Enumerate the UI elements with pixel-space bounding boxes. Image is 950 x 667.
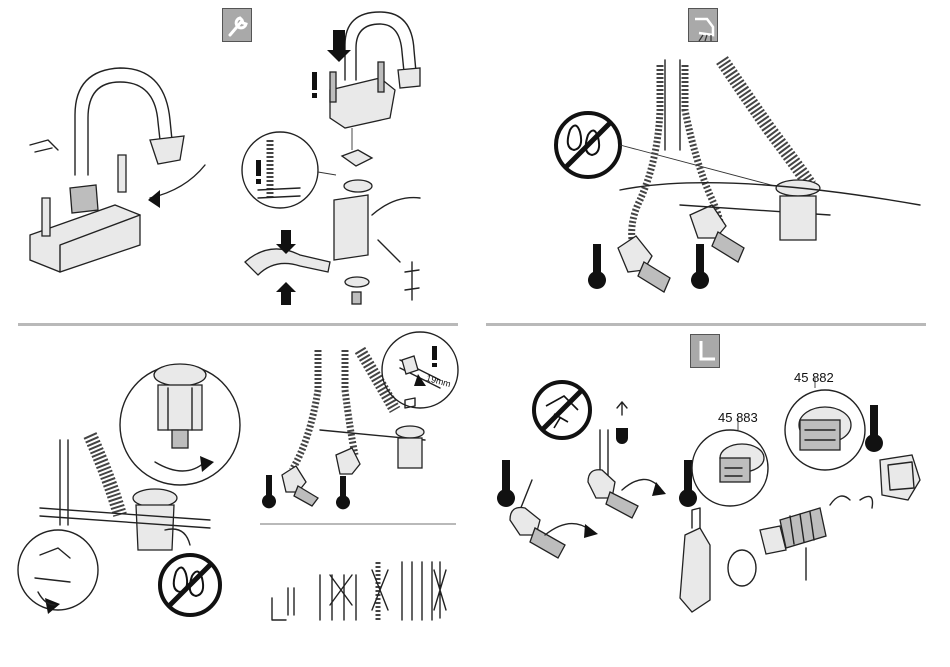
pop-up-waste-illustration [0, 330, 470, 667]
horizontal-divider-right [486, 323, 926, 326]
cartridge-replacement-panel: 45 883 45 882 [480, 330, 950, 667]
flushing-panel [480, 0, 950, 320]
flushing-illustration [480, 0, 950, 320]
installation-illustration [0, 0, 470, 320]
part-number-cold-cartridge: 45 883 [718, 410, 758, 425]
horizontal-divider-left [18, 323, 458, 326]
cartridge-replacement-illustration [480, 330, 950, 667]
pop-up-waste-panel: 19mm [0, 330, 470, 667]
part-number-hot-cartridge: 45 882 [794, 370, 834, 385]
installation-panel [0, 0, 470, 320]
